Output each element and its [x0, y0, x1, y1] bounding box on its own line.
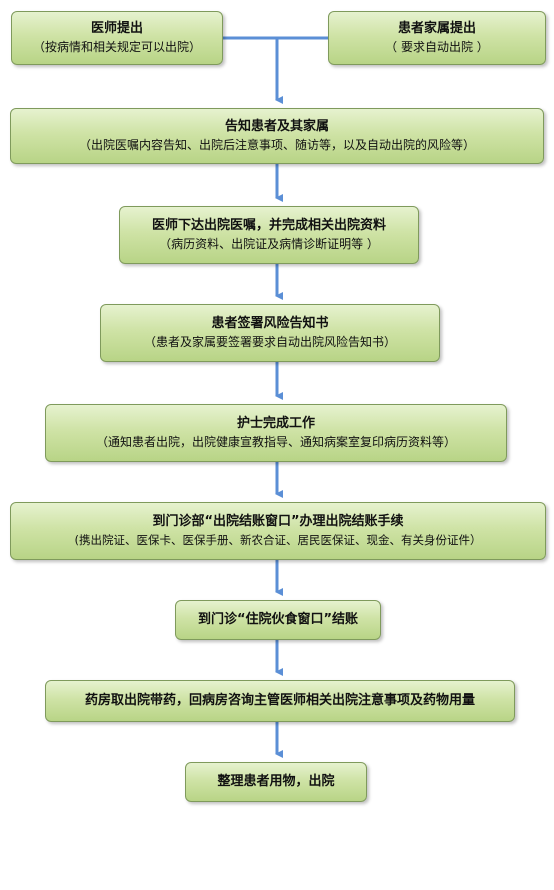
node-consent: 患者签署风险告知书 （患者及家属要签署要求自动出院风险告知书）	[100, 304, 440, 362]
node-doctor: 医师提出 （按病情和相关规定可以出院）	[11, 11, 223, 65]
node-inform-title: 告知患者及其家属	[224, 119, 329, 134]
node-pharmacy-title: 药房取出院带药，回病房咨询主管医师相关出院注意事项及药物用量	[84, 693, 475, 708]
node-meals-title: 到门诊“住院伙食窗口”结账	[197, 612, 359, 627]
node-checkout-title: 到门诊部“出院结账窗口”办理出院结账手续	[152, 514, 404, 529]
node-orders-title: 医师下达出院医嘱，并完成相关出院资料	[151, 218, 386, 233]
node-family-sub: （ 要求自动出院 ）	[385, 40, 489, 54]
node-pharmacy: 药房取出院带药，回病房咨询主管医师相关出院注意事项及药物用量	[45, 680, 515, 722]
node-doctor-title: 医师提出	[90, 21, 143, 36]
node-nurse-title: 护士完成工作	[236, 416, 315, 431]
node-family-title: 患者家属提出	[397, 21, 476, 36]
node-nurse: 护士完成工作 （通知患者出院，出院健康宣教指导、通知病案室复印病历资料等）	[45, 404, 507, 462]
node-inform-sub: （出院医嘱内容告知、出院后注意事项、随访等，以及自动出院的风险等）	[78, 138, 475, 152]
node-discharge-title: 整理患者用物，出院	[217, 774, 335, 789]
node-orders-sub: （病历资料、出院证及病情诊断证明等 ）	[159, 237, 379, 251]
node-doctor-sub: （按病情和相关规定可以出院）	[32, 40, 201, 54]
node-checkout: 到门诊部“出院结账窗口”办理出院结账手续 (携出院证、医保卡、医保手册、新农合证…	[10, 502, 546, 560]
node-inform: 告知患者及其家属 （出院医嘱内容告知、出院后注意事项、随访等，以及自动出院的风险…	[10, 108, 544, 164]
node-meals: 到门诊“住院伙食窗口”结账	[175, 600, 381, 640]
node-orders: 医师下达出院医嘱，并完成相关出院资料 （病历资料、出院证及病情诊断证明等 ）	[119, 206, 419, 264]
node-consent-sub: （患者及家属要签署要求自动出院风险告知书）	[143, 335, 396, 349]
node-discharge: 整理患者用物，出院	[185, 762, 367, 802]
node-consent-title: 患者签署风险告知书	[211, 316, 329, 331]
node-checkout-sub: (携出院证、医保卡、医保手册、新农合证、居民医保证、现金、有关身份证件）	[74, 533, 482, 547]
node-family: 患者家属提出 （ 要求自动出院 ）	[328, 11, 546, 65]
node-nurse-sub: （通知患者出院，出院健康宣教指导、通知病案室复印病历资料等）	[95, 435, 456, 449]
